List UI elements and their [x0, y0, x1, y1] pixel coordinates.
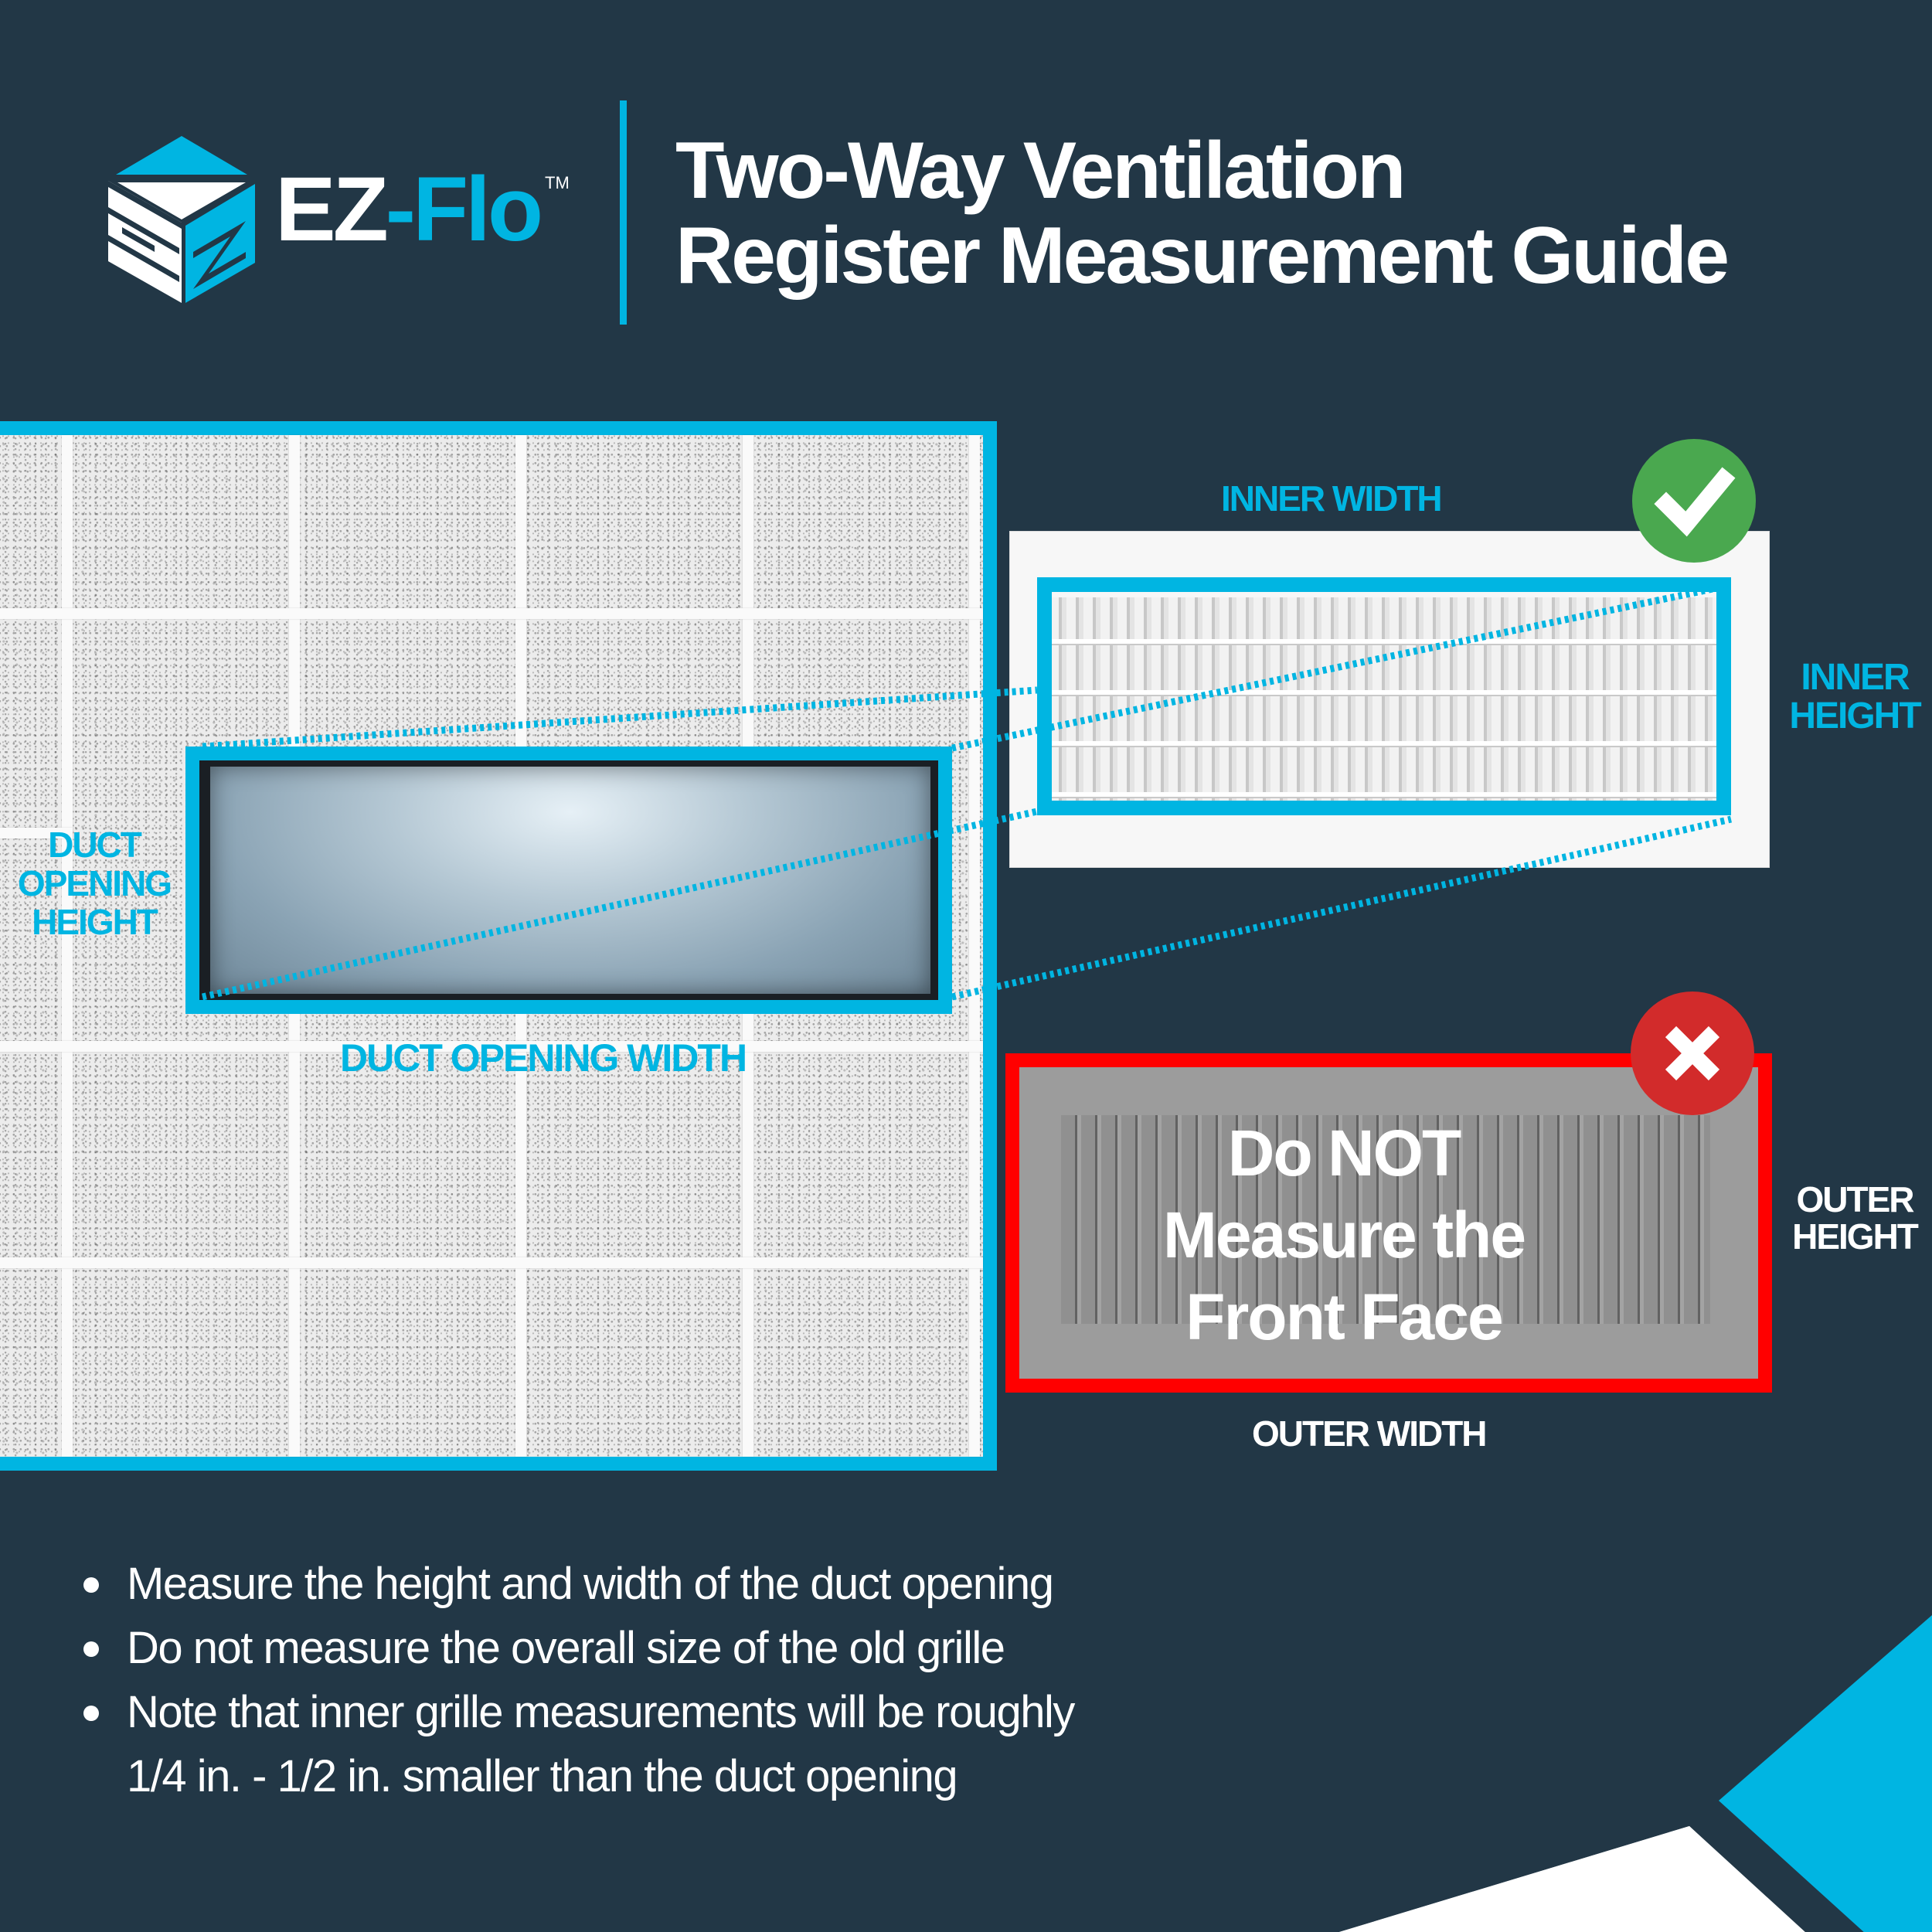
label-line: OPENING — [17, 863, 172, 903]
outer-height-label: OUTER HEIGHT — [1777, 1181, 1932, 1255]
instruction-item-continued: 1/4 in. - 1/2 in. smaller than the duct … — [83, 1744, 1320, 1808]
label-line: HEIGHT — [1792, 1216, 1919, 1257]
instruction-text: Measure the height and width of the duct… — [127, 1559, 1054, 1609]
ceiling-grid-line — [0, 1257, 983, 1268]
outer-width-label: OUTER WIDTH — [1252, 1413, 1488, 1454]
checkmark-icon — [1632, 439, 1756, 563]
brand-prefix: EZ — [275, 158, 389, 260]
instruction-text: Note that inner grille measurements will… — [127, 1687, 1075, 1737]
ceiling-grid-line — [969, 435, 980, 1457]
instruction-text: 1/4 in. - 1/2 in. smaller than the duct … — [127, 1751, 958, 1801]
label-line: INNER — [1801, 657, 1910, 698]
header-divider — [620, 100, 627, 325]
bullet-icon — [83, 1641, 99, 1657]
instructions-list: Measure the height and width of the duct… — [83, 1552, 1320, 1808]
ez-flo-logo-icon — [108, 136, 255, 303]
duct-opening-image — [210, 767, 930, 994]
title-line-2: Register Measurement Guide — [675, 211, 1730, 301]
blue-triangle-shape — [1719, 1615, 1932, 1932]
inner-height-label: INNER HEIGHT — [1777, 658, 1932, 736]
ceiling-grid-line — [0, 1041, 983, 1052]
title-line-1: Two-Way Ventilation — [675, 126, 1406, 216]
duct-opening-height-label: DUCT OPENING HEIGHT — [5, 825, 184, 941]
instruction-item: Measure the height and width of the duct… — [83, 1552, 1320, 1616]
duct-opening-width-label: DUCT OPENING WIDTH — [340, 1036, 747, 1080]
bullet-icon — [83, 1577, 99, 1593]
warning-line: Measure the — [1162, 1199, 1526, 1271]
duct-opening-frame — [185, 747, 952, 1014]
grille-louvers — [1061, 1115, 1710, 1324]
warning-line: Front Face — [1185, 1281, 1503, 1353]
ceiling-grid-line — [0, 828, 73, 838]
label-line: HEIGHT — [32, 902, 158, 942]
inner-measurement-frame — [1037, 577, 1731, 815]
inner-width-label: INNER WIDTH — [1221, 478, 1443, 519]
white-triangle-shape — [1339, 1826, 1932, 1932]
ceiling-grid-line — [62, 435, 73, 1457]
incorrect-front-face-frame: Do NOT Measure the Front Face — [1005, 1053, 1772, 1393]
label-line: OUTER — [1796, 1179, 1915, 1219]
instruction-item: Do not measure the overall size of the o… — [83, 1616, 1320, 1680]
instruction-text: Do not measure the overall size of the o… — [127, 1623, 1005, 1673]
brand-suffix: -Flo — [385, 158, 543, 260]
label-line: HEIGHT — [1789, 696, 1921, 736]
ceiling-grid-line — [0, 608, 983, 619]
x-mark-icon — [1631, 992, 1754, 1115]
warning-line: Do NOT — [1227, 1117, 1462, 1189]
page-title: Two-Way Ventilation Register Measurement… — [675, 126, 1730, 301]
do-not-measure-warning: Do NOT Measure the Front Face — [1112, 1112, 1576, 1358]
trademark-symbol: TM — [545, 173, 570, 192]
label-line: DUCT — [48, 825, 142, 865]
instruction-item: Note that inner grille measurements will… — [83, 1680, 1320, 1744]
bullet-icon — [83, 1706, 99, 1721]
